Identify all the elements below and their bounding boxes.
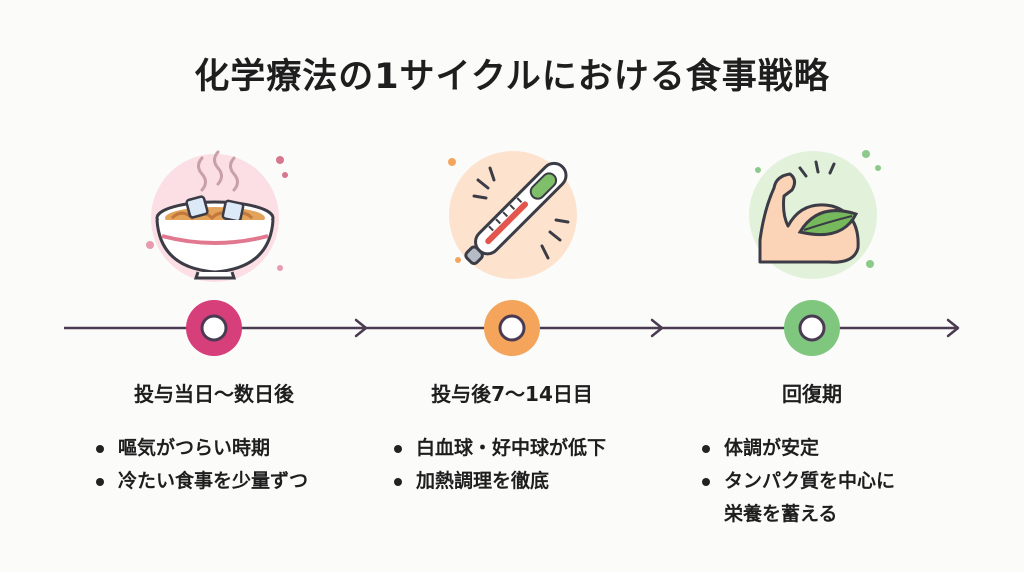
timeline-arrow-icon [650, 318, 664, 338]
list-item: 加熱調理を徹底 [392, 465, 606, 498]
phase-2-bullets: 白血球・好中球が低下 加熱調理を徹底 [392, 432, 606, 498]
phase-2-title: 投与後7〜14日目 [431, 382, 593, 406]
phase-3-title: 回復期 [782, 382, 842, 406]
phase-3-node [784, 300, 840, 356]
list-item: 白血球・好中球が低下 [392, 432, 606, 465]
list-item: 体調が安定 [700, 432, 895, 465]
list-item: 嘔気がつらい時期 [94, 432, 308, 465]
list-item-line-2: 栄養を蓄える [724, 503, 838, 525]
phase-2-node [484, 300, 540, 356]
phase-3-bullets: 体調が安定 タンパク質を中心に栄養を蓄える [700, 432, 895, 531]
thermometer-icon [448, 151, 577, 279]
phase-1-bullets: 嘔気がつらい時期 冷たい食事を少量ずつ [94, 432, 308, 498]
timeline-arrow-icon [946, 318, 960, 338]
list-item: タンパク質を中心に栄養を蓄える [700, 465, 895, 531]
phase-1-node [186, 300, 242, 356]
timeline-arrow-icon [354, 318, 368, 338]
flexed-arm-leaf-icon [749, 150, 881, 279]
list-item: 冷たい食事を少量ずつ [94, 465, 308, 498]
page-title: 化学療法の1サイクルにおける食事戦略 [194, 57, 830, 97]
list-item-line-1: タンパク質を中心に [724, 470, 896, 492]
timeline [64, 300, 960, 356]
phase-1-title: 投与当日〜数日後 [134, 382, 294, 406]
noodle-bowl-icon [146, 150, 288, 282]
